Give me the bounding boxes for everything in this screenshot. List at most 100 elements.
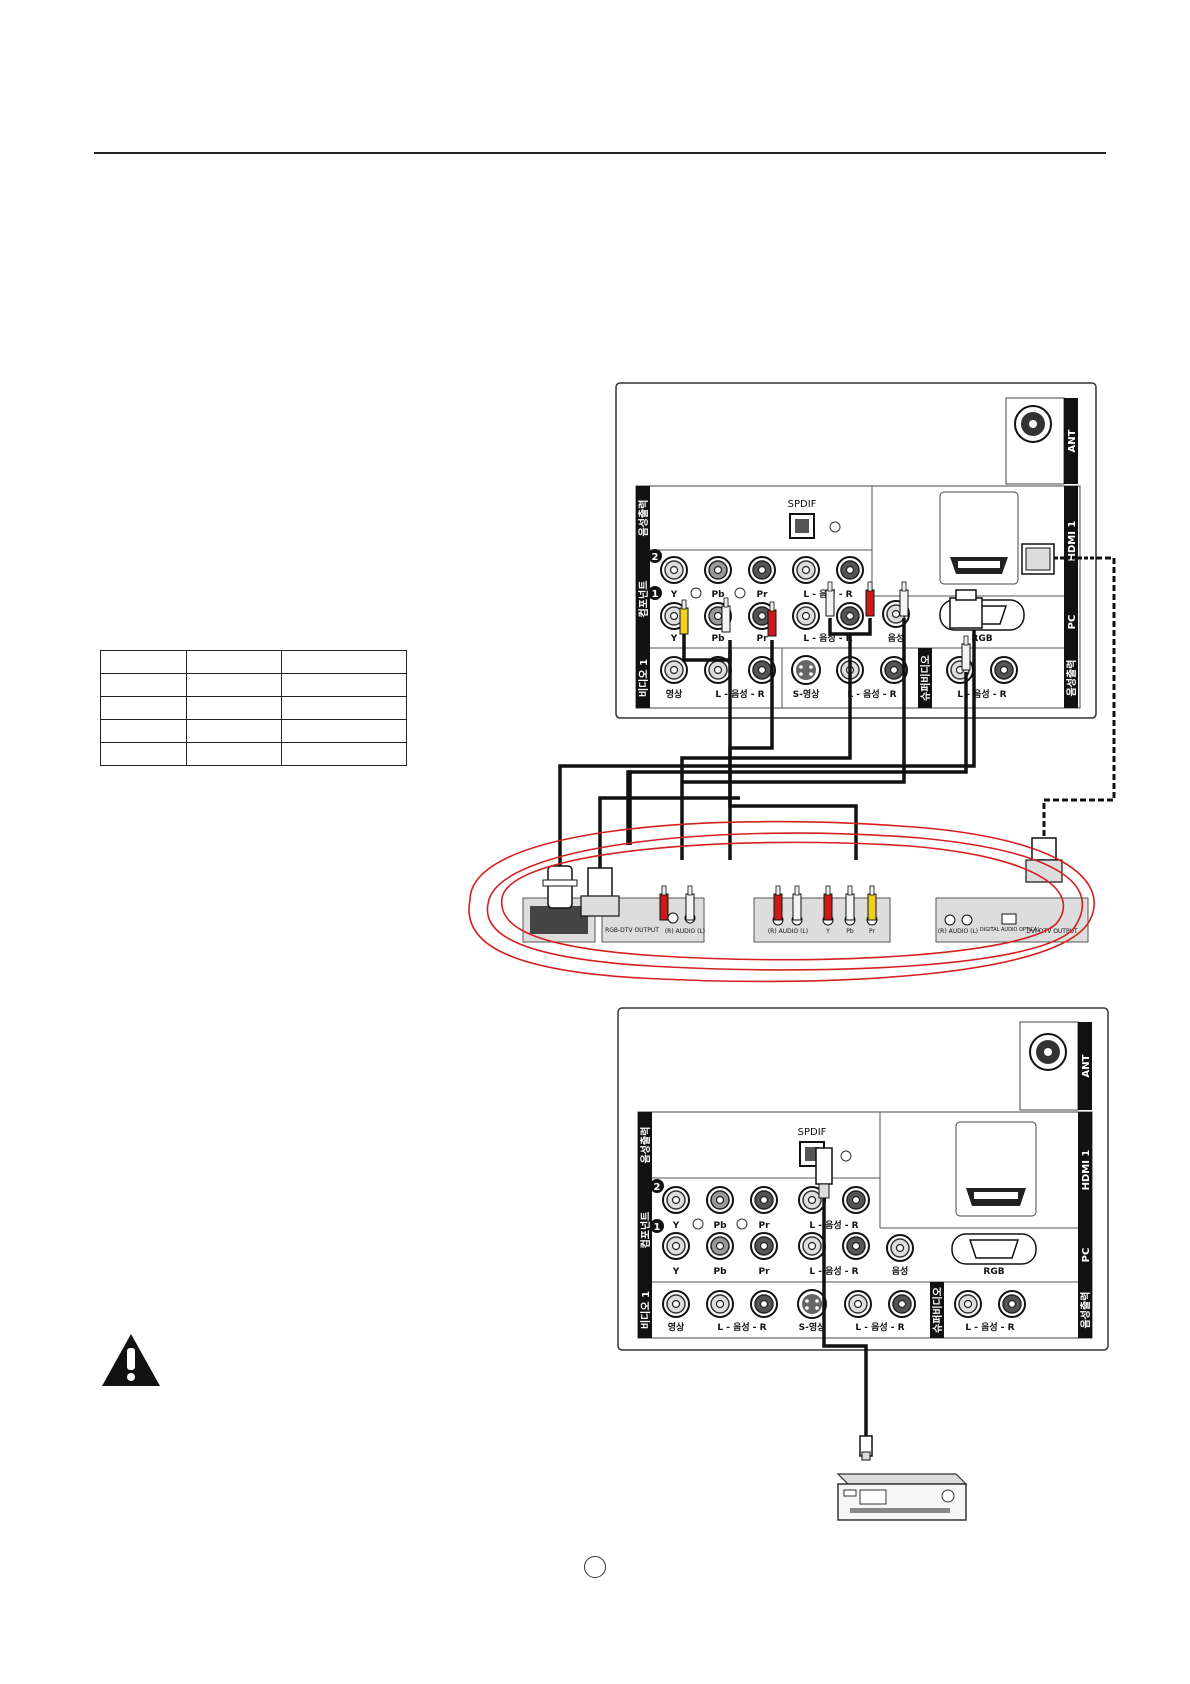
svg-text:S-영상: S-영상 [799, 1321, 826, 1333]
svg-text:L - 음성 - R: L - 음성 - R [715, 688, 764, 700]
svg-text:L - 음성 - R: L - 음성 - R [809, 1219, 858, 1231]
spec-table [100, 650, 407, 766]
hdmi-port [955, 1121, 1037, 1217]
svg-text:Pr: Pr [758, 1267, 770, 1277]
svg-text:Pr: Pr [756, 590, 768, 600]
svg-text:Pr: Pr [869, 928, 876, 935]
svg-text:영상: 영상 [666, 688, 683, 700]
svideo-side-label: 슈퍼비디오 [931, 1287, 944, 1333]
jack [750, 1290, 778, 1318]
svg-text:음성: 음성 [888, 632, 905, 644]
jack [662, 1290, 690, 1318]
jack [792, 556, 820, 584]
svg-text:RGB: RGB [971, 634, 992, 644]
jack [750, 1232, 778, 1260]
svg-text:2: 2 [652, 552, 659, 563]
table-row [100, 650, 407, 674]
svg-text:Pr: Pr [758, 1221, 770, 1231]
jack [704, 556, 732, 584]
svg-text:L - 음성 - R: L - 음성 - R [809, 1265, 858, 1277]
svg-text:Pb: Pb [711, 634, 725, 644]
audio-out-label: 음성출력 [639, 1127, 652, 1164]
badge-2 [648, 549, 662, 563]
rgb-port [951, 1233, 1037, 1265]
svg-text:(R) AUDIO (L): (R) AUDIO (L) [938, 928, 978, 935]
vga-plug-panel [949, 589, 983, 629]
warning-icon [102, 1334, 160, 1386]
pc-label: PC [1067, 615, 1078, 630]
jack [792, 602, 820, 630]
svg-text:Pb: Pb [711, 590, 725, 600]
audio-out-right-label: 음성출력 [1079, 1292, 1092, 1329]
jack [844, 1290, 872, 1318]
spdif-label: SPDIF [798, 1127, 827, 1138]
svg-text:(R) AUDIO (L): (R) AUDIO (L) [768, 928, 808, 935]
badge-2: 2 [654, 1182, 661, 1193]
hdmi-port [939, 491, 1019, 585]
jack [954, 1290, 982, 1318]
component-label: 컴포넌트 [639, 1212, 652, 1249]
top-rule [94, 152, 1106, 154]
rgb-dtv-output-label: RGB-DTV OUTPUT [605, 927, 659, 934]
hdmi-label: HDMI 1 [1067, 521, 1078, 562]
svg-text:Y: Y [672, 1267, 680, 1277]
svideo-jack [791, 655, 821, 685]
table-row [100, 742, 407, 766]
jack [662, 1232, 690, 1260]
audio-out-right-label: 음성출력 [1065, 660, 1078, 697]
svideo-jack [797, 1289, 827, 1319]
svg-text:DIGITAL AUDIO OPTICAL: DIGITAL AUDIO OPTICAL [980, 927, 1040, 933]
red-annotation-ellipses [468, 820, 1095, 983]
jack [842, 1232, 870, 1260]
tv-panel-1: ANT 음성출력 컴포넌트 비디오 1 HDMI 1 PC 음성출력 슈퍼비디오… [615, 382, 1097, 719]
cables-diagram-1 [558, 618, 976, 880]
component-label: 컴포넌트 [637, 581, 650, 618]
svg-text:L - 음성 - R: L - 음성 - R [847, 688, 896, 700]
jack [750, 1186, 778, 1214]
svg-text:S-영상: S-영상 [793, 688, 820, 700]
svg-text:1: 1 [652, 589, 659, 600]
svg-text:Y: Y [825, 928, 830, 935]
spdif-port [789, 513, 815, 539]
svideo-side-label: 슈퍼비디오 [919, 655, 932, 701]
badge-1 [648, 586, 662, 600]
tv-panel-2: ANT 음성출력 컴포넌트 비디오 1 HDMI 1 PC 음성출력 슈퍼비디오… [617, 1007, 1109, 1351]
svg-text:L - 음성 - R: L - 음성 - R [957, 688, 1006, 700]
jack [798, 1232, 826, 1260]
jack [998, 1290, 1026, 1318]
ant-connector [1014, 405, 1052, 443]
svg-text:L - 음성 - R: L - 음성 - R [717, 1321, 766, 1333]
jack [990, 656, 1018, 684]
svg-text:RGB: RGB [983, 1267, 1004, 1277]
svg-text:Pb: Pb [846, 928, 854, 935]
jack [836, 556, 864, 584]
jack [706, 1186, 734, 1214]
ant-label: ANT [1081, 1054, 1092, 1077]
svg-text:Y: Y [670, 590, 678, 600]
svg-text:DVI-DTV OUTPUT: DVI-DTV OUTPUT [1026, 928, 1078, 935]
table-row [100, 719, 407, 743]
svg-text:Pb: Pb [713, 1267, 727, 1277]
svg-text:Pr: Pr [756, 634, 768, 644]
r-audio-l-label: (R) AUDIO (L) [665, 928, 705, 935]
jack [662, 1186, 690, 1214]
svg-text:음성: 음성 [892, 1265, 909, 1277]
svg-text:Y: Y [672, 1221, 680, 1231]
hdmi-label: HDMI 1 [1081, 1150, 1092, 1191]
svg-text:Y: Y [670, 634, 678, 644]
jack [706, 1232, 734, 1260]
table-row [100, 696, 407, 720]
audio-out-label: 음성출력 [637, 500, 650, 537]
jack [842, 1186, 870, 1214]
indicator-dot [829, 521, 841, 533]
ant-connector [1029, 1033, 1067, 1071]
optical-cable [815, 1147, 873, 1461]
video1-label: 비디오 1 [637, 659, 650, 697]
pc-label: PC [1081, 1248, 1092, 1263]
jack [836, 602, 864, 630]
jack [886, 1234, 914, 1262]
hdmi-dvi-cable [1042, 556, 1116, 840]
jack [888, 1290, 916, 1318]
svg-text:L - 음성 - R: L - 음성 - R [855, 1321, 904, 1333]
